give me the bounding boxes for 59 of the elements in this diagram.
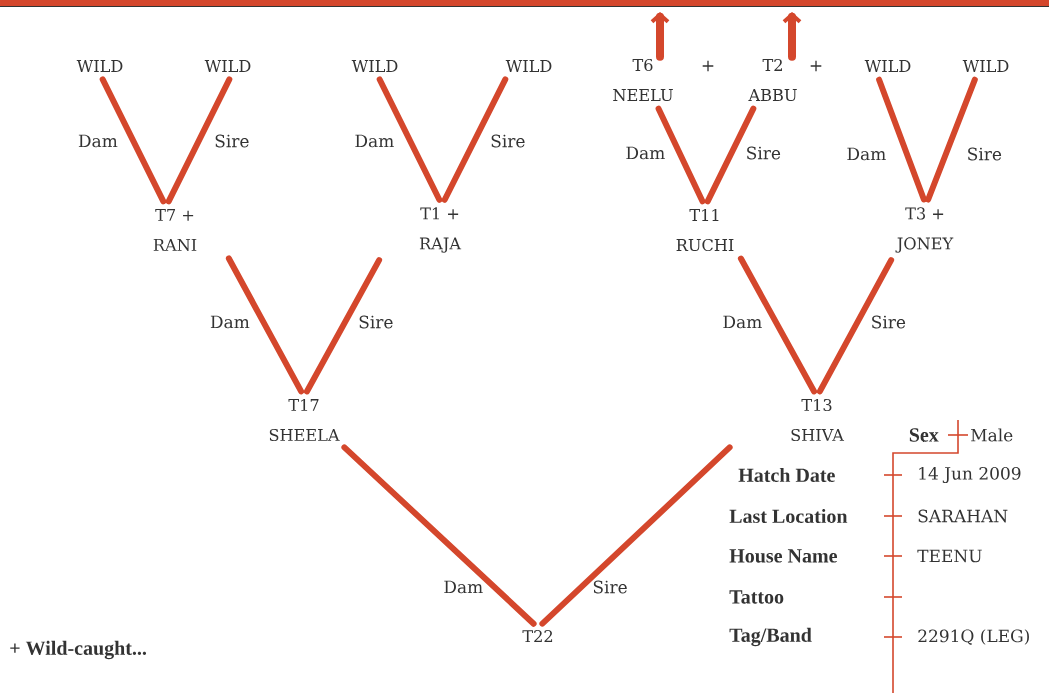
plus-sign: +: [702, 60, 714, 72]
animal-label: T1 + RAJA: [419, 207, 462, 253]
field-value: 2291Q (LEG): [918, 629, 1029, 645]
edge-label: Sire: [747, 146, 781, 160]
pedigree-line: [441, 76, 509, 203]
edge-label: Dam: [626, 146, 665, 160]
pedigree-line: [737, 255, 818, 395]
pedigree-line: [539, 444, 733, 627]
animal-label: WILD: [351, 60, 398, 72]
animal-label: T6 NEELU: [613, 58, 673, 102]
animal-label: T7 + RANI: [153, 209, 197, 251]
pedigree-line: [876, 76, 927, 203]
animal-label: T13 SHIVA: [791, 398, 845, 442]
pedigree-line: [704, 105, 757, 205]
animal-label: WILD: [962, 60, 1009, 72]
field-label: Tattoo: [729, 590, 784, 604]
plus-sign: +: [810, 60, 822, 72]
pedigree-line: [816, 257, 895, 395]
footnote: + Wild-caught...: [10, 640, 147, 660]
edge-label: Dam: [355, 134, 394, 148]
field-value: 14 Jun 2009: [919, 466, 1021, 484]
pedigree-line: [925, 76, 978, 203]
animal-label: WILD: [505, 60, 552, 72]
edge-label: Dam: [444, 580, 483, 594]
animal-label: T2 ABBU: [748, 58, 797, 102]
field-value: SARAHAN: [918, 509, 1008, 523]
edge-label: Dam: [210, 315, 250, 329]
edge-label: Dam: [723, 315, 762, 329]
pedigree-line: [341, 444, 537, 627]
arrow: [782, 12, 802, 61]
field-label: Hatch Date: [738, 467, 835, 482]
pedigree-line: [225, 255, 305, 395]
field-label: Tag/Band: [729, 627, 812, 647]
edge-label: Dam: [847, 147, 886, 161]
pedigree-line: [165, 76, 233, 205]
animal-label: WILD: [204, 60, 251, 72]
field-label: Last Location: [729, 508, 848, 523]
edge-label: Sire: [491, 134, 525, 148]
animal-label: T22: [522, 630, 553, 642]
edge-label: Sire: [968, 147, 1002, 161]
edge-label: Dam: [78, 134, 118, 148]
edge-label: Sire: [359, 315, 393, 329]
pedigree-line: [99, 76, 167, 205]
pedigree-line: [655, 105, 706, 205]
edge-label: Sire: [593, 580, 627, 594]
animal-label: T11 RUCHI: [676, 208, 734, 252]
edge-label: Sire: [215, 134, 249, 148]
field-label: Sex: [909, 428, 939, 442]
animal-label: T17 SHEELA: [269, 398, 340, 442]
animal-label: WILD: [864, 60, 911, 72]
pedigree-line: [376, 76, 443, 203]
edge-label: Sire: [872, 315, 906, 329]
field-value: Male: [971, 428, 1013, 442]
field-value: TEENU: [917, 549, 982, 563]
pedigree-line: [303, 257, 383, 395]
animal-label: WILD: [76, 60, 123, 72]
arrow: [650, 12, 670, 61]
field-label: House Name: [729, 549, 837, 563]
animal-label: T3 + JONEY: [895, 207, 954, 253]
